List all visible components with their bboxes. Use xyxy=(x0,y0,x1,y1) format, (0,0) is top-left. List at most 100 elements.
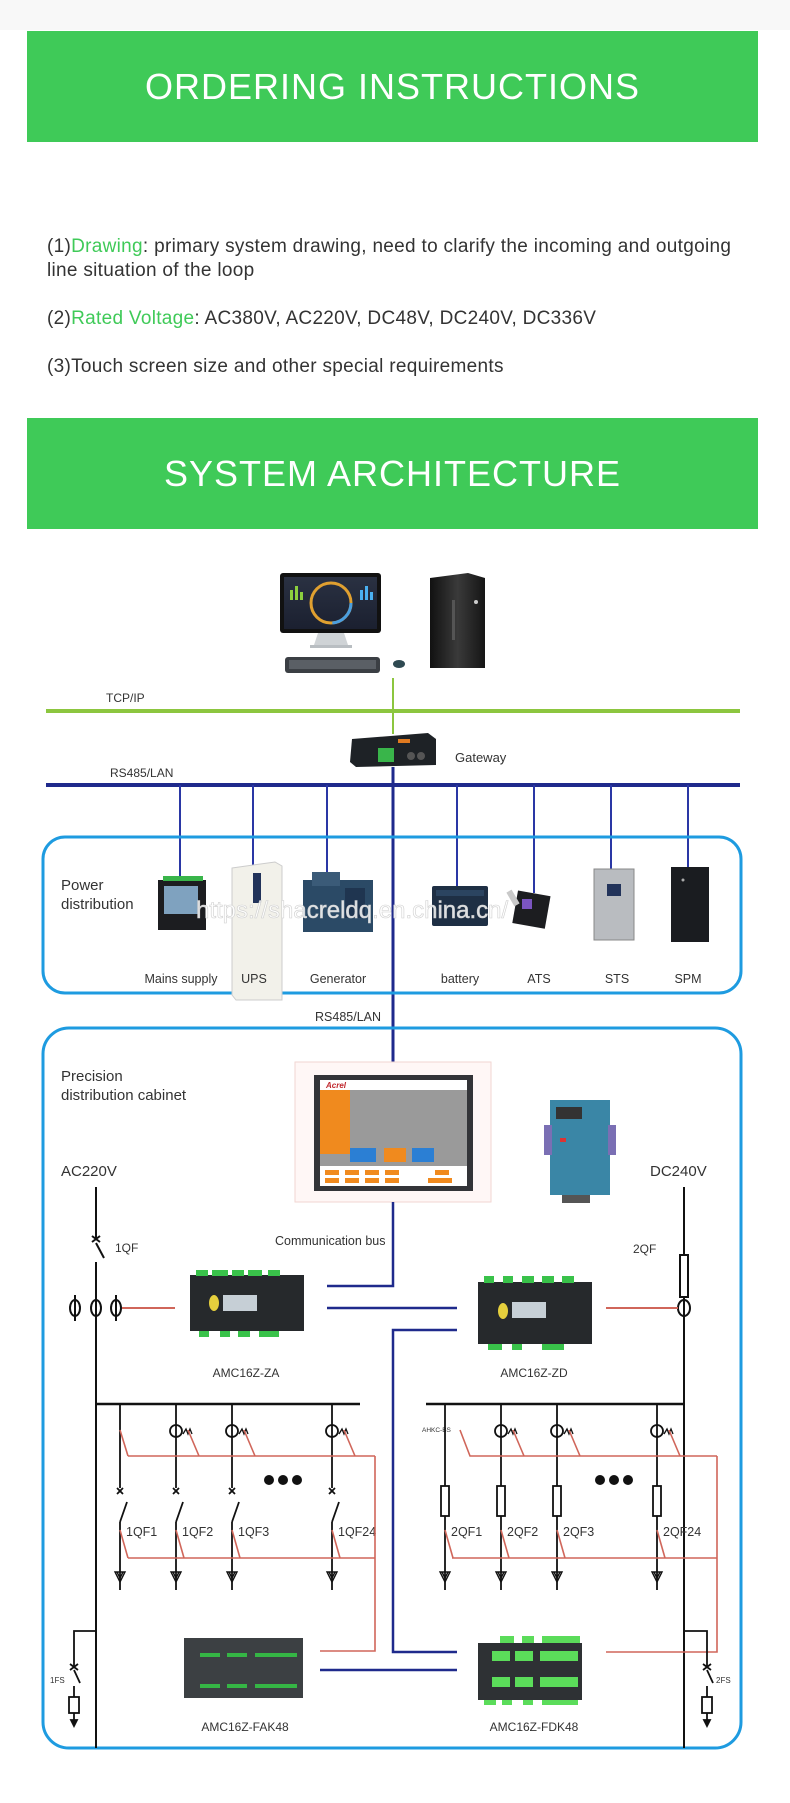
watermark-text: https://shacreldq.en.china.cn/ xyxy=(196,897,509,924)
previous-section-strip xyxy=(0,0,790,30)
fuse-icon xyxy=(552,1485,562,1517)
branch-circuit: 1QF3 xyxy=(225,1404,269,1590)
system-architecture-banner: SYSTEM ARCHITECTURE xyxy=(27,418,758,529)
load-arrow-icon xyxy=(550,1571,564,1584)
precision-cabinet-box xyxy=(41,1026,743,1750)
power-distribution-device-labels: Mains supply UPS Generator battery ATS S… xyxy=(145,972,702,986)
current-transformer-icon xyxy=(169,1424,193,1438)
load-arrow-icon xyxy=(494,1571,508,1584)
ats-icon xyxy=(506,889,551,929)
module-ac-label: AMC16Z-ZA xyxy=(213,1366,280,1380)
dc-main-line xyxy=(677,1187,691,1748)
screen-brand: Acrel xyxy=(325,1081,347,1090)
banner-title: ORDERING INSTRUCTIONS xyxy=(144,65,640,107)
device-label: STS xyxy=(605,972,629,986)
fuse-icon xyxy=(440,1485,450,1517)
device-label: battery xyxy=(441,972,480,986)
amc16z-zd-module-icon xyxy=(478,1276,592,1350)
precision-cabinet-title-1: Precision xyxy=(61,1068,123,1085)
item-highlight: Rated Voltage xyxy=(71,308,195,329)
gateway-label: Gateway xyxy=(455,750,507,765)
amc16z-za-module-icon xyxy=(190,1270,304,1337)
branch-label: 1QF3 xyxy=(238,1525,269,1539)
battery-icon xyxy=(432,886,488,926)
din-power-supply-icon xyxy=(544,1100,616,1203)
load-arrow-icon xyxy=(650,1571,664,1584)
current-transformer-icon xyxy=(225,1424,249,1438)
ac-main-line xyxy=(91,1187,105,1748)
module-dc-label: AMC16Z-ZD xyxy=(500,1366,568,1380)
ac-spd-label: 1FS xyxy=(50,1676,65,1685)
feeder-module-dc-label: AMC16Z-FDK48 xyxy=(490,1720,579,1734)
breaker-switch-icon xyxy=(228,1487,240,1523)
branch-label: 1QF1 xyxy=(126,1525,157,1539)
current-transformer-icon xyxy=(650,1424,674,1438)
touch-screen-icon: Acrel xyxy=(294,1061,492,1203)
load-arrow-icon xyxy=(169,1571,183,1584)
device-label: ATS xyxy=(527,972,550,986)
ordering-instructions-banner: ORDERING INSTRUCTIONS xyxy=(27,31,758,142)
branch-circuit: 2QF3 xyxy=(550,1404,594,1590)
power-distribution-title-2: distribution xyxy=(61,896,134,913)
communication-bus-lines xyxy=(320,1202,457,1672)
branch-label: 1QF2 xyxy=(182,1525,213,1539)
item-prefix: (3) xyxy=(47,356,72,377)
mouse-icon xyxy=(393,660,405,668)
branch-circuit: 1QF2 xyxy=(169,1404,213,1590)
fuse-icon xyxy=(652,1485,662,1517)
generator-icon xyxy=(303,872,373,932)
branch-label: 2QF1 xyxy=(451,1525,482,1539)
pc-tower-icon xyxy=(430,573,485,668)
banner-title: SYSTEM ARCHITECTURE xyxy=(163,452,622,494)
item-text: Touch screen size and other special requ… xyxy=(71,356,504,377)
keyboard-icon xyxy=(285,657,380,673)
communication-bus-label: Communication bus xyxy=(275,1234,385,1248)
spm-icon xyxy=(671,867,709,942)
current-transformer-icon xyxy=(550,1424,574,1438)
fuse-icon xyxy=(496,1485,506,1517)
branch-circuit: 2QF1 xyxy=(438,1404,482,1590)
main-breaker-dc-label: 2QF xyxy=(633,1242,656,1256)
load-arrow-icon xyxy=(438,1571,452,1584)
sensor-label: AHKC-BS xyxy=(422,1427,452,1434)
ac-ellipsis-dots xyxy=(264,1475,302,1485)
ordering-item-1: (1)Drawing: primary system drawing, need… xyxy=(47,235,747,283)
item-prefix: (2) xyxy=(47,308,72,329)
feeder-module-ac-label: AMC16Z-FAK48 xyxy=(201,1720,289,1734)
item-text: : AC380V, AC220V, DC48V, DC240V, DC336V xyxy=(194,308,597,329)
current-transformer-icon xyxy=(494,1424,518,1438)
ac-surge-protector-icon xyxy=(68,1630,96,1729)
gateway-icon xyxy=(350,733,436,767)
rs485-label-2: RS485/LAN xyxy=(315,1010,381,1024)
device-label: Generator xyxy=(310,972,366,986)
dc-ellipsis-dots xyxy=(595,1475,633,1485)
sts-icon xyxy=(593,868,635,941)
mains-supply-meter-icon xyxy=(158,876,206,930)
dc-red-signal-lines xyxy=(452,1429,718,1653)
item-prefix: (1) xyxy=(47,236,72,257)
precision-cabinet-title-2: distribution cabinet xyxy=(61,1087,187,1104)
dc-voltage-label: DC240V xyxy=(650,1163,707,1180)
load-arrow-icon xyxy=(113,1571,127,1584)
branch-label: 2QF24 xyxy=(663,1525,701,1539)
dc-branch-circuits: 2QF1 2QF2 2QF3 2QF24 xyxy=(438,1404,701,1590)
device-label: SPM xyxy=(674,972,701,986)
branch-label: 2QF3 xyxy=(563,1525,594,1539)
ac-red-signal-lines xyxy=(128,1455,376,1652)
branch-circuit: 1QF1 xyxy=(113,1404,157,1590)
breaker-switch-icon xyxy=(172,1487,184,1523)
amc16z-fdk48-module-icon xyxy=(478,1636,582,1705)
load-arrow-icon xyxy=(325,1571,339,1584)
workstation-monitor-icon xyxy=(280,573,381,648)
dc-spd-label: 2FS xyxy=(716,1676,731,1685)
ordering-item-3: (3)Touch screen size and other special r… xyxy=(47,355,747,379)
breaker-switch-icon xyxy=(328,1487,340,1523)
tcpip-label: TCP/IP xyxy=(106,691,145,705)
item-text: : primary system drawing, need to clarif… xyxy=(47,236,732,281)
rs485-label: RS485/LAN xyxy=(110,766,173,780)
device-label: Mains supply xyxy=(145,972,219,986)
main-breaker-ac-label: 1QF xyxy=(115,1241,138,1255)
branch-label: 2QF2 xyxy=(507,1525,538,1539)
